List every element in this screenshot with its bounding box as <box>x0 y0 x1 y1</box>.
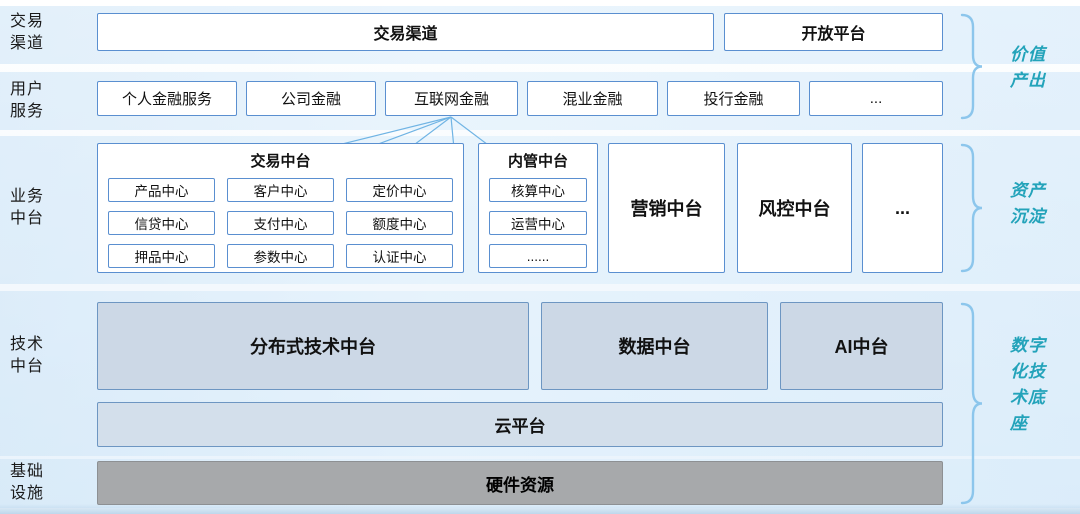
box-data-platform: 数据中台 <box>541 302 768 390</box>
box-marketing-platform: 营销中台 <box>608 143 725 273</box>
cell-internal-more: ...... <box>489 244 587 268</box>
box-business-more: ... <box>862 143 943 273</box>
cell-customer-center: 客户中心 <box>227 178 334 202</box>
cell-product-center: 产品中心 <box>108 178 215 202</box>
box-investment-banking: 投行金融 <box>667 81 800 116</box>
box-risk-platform: 风控中台 <box>737 143 852 273</box>
box-ai-platform: AI中台 <box>780 302 943 390</box>
tag-asset-sediment: 资产沉淀 <box>1010 181 1046 226</box>
cell-pricing-center: 定价中心 <box>346 178 453 202</box>
box-hardware-resources: 硬件资源 <box>97 461 943 505</box>
trade-center-grid: 产品中心 客户中心 定价中心 信贷中心 支付中心 额度中心 押品中心 参数中心 … <box>98 178 463 277</box>
layer-label-channel: 交易渠道 <box>10 13 45 52</box>
bottom-shadow <box>0 504 1080 514</box>
box-cloud-platform: 云平台 <box>97 402 943 447</box>
cell-quota-center: 额度中心 <box>346 211 453 235</box>
cell-collateral-center: 押品中心 <box>108 244 215 268</box>
group-internal-mgmt: 内管中台 核算中心 运营中心 ...... <box>478 143 598 273</box>
box-distributed-tech-platform: 分布式技术中台 <box>97 302 529 390</box>
tag-value-output: 价值产出 <box>1010 45 1046 90</box>
box-open-platform: 开放平台 <box>724 13 943 51</box>
cell-parameter-center: 参数中心 <box>227 244 334 268</box>
layer-label-infra: 基础设施 <box>10 463 45 502</box>
cell-accounting-center: 核算中心 <box>489 178 587 202</box>
group-internal-title: 内管中台 <box>507 153 568 170</box>
group-trade-center: 交易中台 产品中心 客户中心 定价中心 信贷中心 支付中心 额度中心 押品中心 … <box>97 143 464 273</box>
box-corporate-finance: 公司金融 <box>246 81 376 116</box>
box-user-more: ... <box>809 81 943 116</box>
layer-label-business: 业务中台 <box>10 188 45 227</box>
cell-operations-center: 运营中心 <box>489 211 587 235</box>
box-personal-finance: 个人金融服务 <box>97 81 237 116</box>
box-trading-channel: 交易渠道 <box>97 13 714 51</box>
cell-auth-center: 认证中心 <box>346 244 453 268</box>
layer-label-tech: 技术中台 <box>10 336 45 375</box>
box-internet-finance: 互联网金融 <box>385 81 518 116</box>
box-mixed-finance: 混业金融 <box>527 81 658 116</box>
group-trade-title: 交易中台 <box>250 153 311 170</box>
layer-label-user: 用户服务 <box>10 81 45 120</box>
cell-payment-center: 支付中心 <box>227 211 334 235</box>
internal-mgmt-stack: 核算中心 运营中心 ...... <box>479 178 597 277</box>
cell-credit-center: 信贷中心 <box>108 211 215 235</box>
tag-digital-tech-base: 数字化技术底座 <box>1010 336 1046 433</box>
